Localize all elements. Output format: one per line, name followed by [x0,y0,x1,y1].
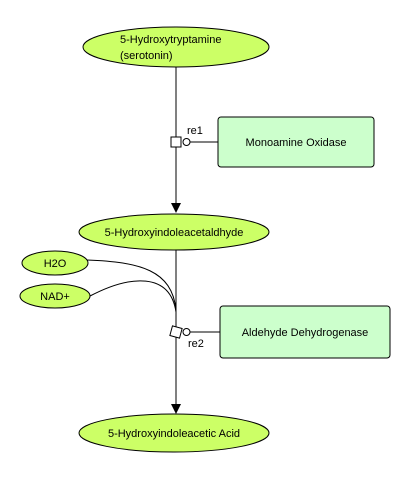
nad-label: NAD+ [40,291,70,303]
aldh-label: Aldehyde Dehydrogenase [242,327,369,339]
aldehyde-label: 5-Hydroxyindoleacetaldhyde [105,227,244,239]
species-h2o[interactable]: H2O [21,250,89,276]
species-acid[interactable]: 5-Hydroxyindoleacetic Acid [78,413,270,453]
re2-modifier-circle [182,328,191,336]
acid-ellipse [78,413,270,453]
re1-label: re1 [187,125,203,137]
serotonin-label-line2: (serotonin) [120,50,173,62]
re2-reaction-node[interactable] [169,325,183,339]
serotonin-ellipse [82,26,270,68]
reaction-re2: re2 [86,250,220,414]
aldh-box [219,305,391,359]
re1-reaction-node[interactable] [170,136,182,148]
species-nad[interactable]: NAD+ [19,283,91,309]
reaction-re1: re1 [170,66,218,213]
enzyme-monoamine-oxidase[interactable]: Monoamine Oxidase [217,116,375,168]
aldehyde-ellipse [78,213,270,251]
re2-label: re2 [188,338,204,350]
h2o-ellipse [21,250,89,276]
re1-modifier-circle [182,138,191,146]
species-serotonin[interactable]: 5-Hydroxytryptamine (serotonin) [82,26,270,68]
enzyme-aldehyde-dehydrogenase[interactable]: Aldehyde Dehydrogenase [219,305,391,359]
serotonin-label-line1: 5-Hydroxytryptamine [120,34,221,46]
h2o-label: H2O [44,258,67,270]
mao-label: Monoamine Oxidase [246,137,347,149]
re2-nad-curve [89,280,177,313]
re2-h2o-curve [86,259,177,311]
species-aldehyde[interactable]: 5-Hydroxyindoleacetaldhyde [78,213,270,251]
acid-label: 5-Hydroxyindoleacetic Acid [108,428,240,440]
nad-ellipse [19,283,91,309]
mao-box [217,116,375,168]
